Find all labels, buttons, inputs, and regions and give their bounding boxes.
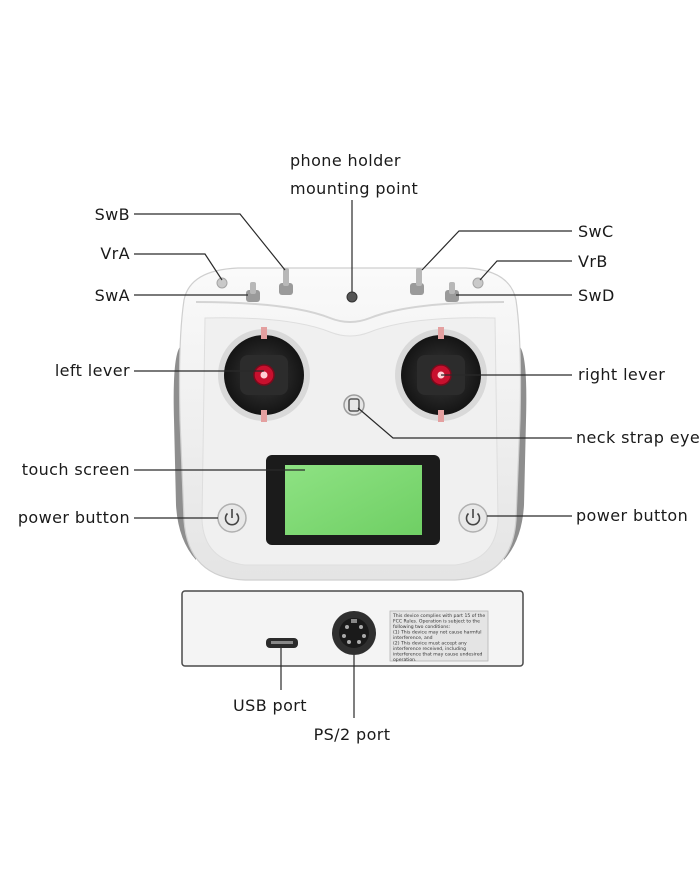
power-button-right[interactable] [458,503,488,533]
label-right-lever: right lever [578,365,665,384]
fcc-line: This device complies with part 15 of the [392,613,485,619]
leader-neck-strap [357,407,572,439]
label-usb-port: USB port [233,696,307,715]
bottom-panel: This device complies with part 15 of the… [181,590,524,667]
label-power-right: power button [576,506,688,525]
switch-swb[interactable] [279,268,293,295]
fcc-line: (2) This device must accept any [393,641,467,647]
leader-vrb [479,260,572,281]
label-phone-holder-line1: phone holder [290,151,401,170]
fcc-line: operation. [393,657,417,663]
label-left-lever: left lever [55,361,130,380]
switch-swd[interactable] [445,282,459,302]
callout-labels: phone holder mounting point SwB VrA SwA … [18,151,700,744]
power-icon [224,509,240,526]
left-lever[interactable] [253,364,275,386]
leader-swc [421,230,572,271]
label-neck-strap: neck strap eye [576,428,700,447]
leader-swb [134,213,286,271]
label-swa: SwA [95,286,130,305]
label-phone-holder-line2: mounting point [290,179,418,198]
knob-vrb[interactable] [472,277,484,289]
label-ps2-port: PS/2 port [314,725,391,744]
label-swb: SwB [95,205,130,224]
usb-port[interactable] [266,638,298,648]
left-gimbal [218,327,310,422]
neck-strap-eye [343,394,365,416]
power-button-left[interactable] [217,503,247,533]
right-gimbal [395,327,487,422]
switch-swa[interactable] [246,282,260,302]
label-vrb: VrB [578,252,608,271]
label-power-left: power button [18,508,130,527]
fcc-line: following two conditions: [393,624,451,630]
knob-vra[interactable] [216,277,228,289]
fcc-line: (1) This device may not cause harmful [393,630,482,636]
switch-swc[interactable] [410,268,424,295]
label-swc: SwC [578,222,614,241]
leader-lines [134,200,572,718]
phone-holder-mount [346,291,358,303]
top-ridge [195,301,505,323]
label-touch-screen: touch screen [22,460,130,479]
power-icon [465,509,481,526]
fcc-line: FCC Rules. Operation is subject to the [393,619,480,625]
fcc-compliance-label: This device complies with part 15 of the… [389,610,489,663]
label-swd: SwD [578,286,615,305]
label-vra: VrA [100,244,130,263]
fcc-line: interference received, including [393,646,466,652]
fcc-line: interference that may cause undesired [393,652,483,658]
leader-vra [134,253,223,281]
touch-screen[interactable] [266,455,440,545]
fcc-line: interference, and [393,635,433,641]
ps2-port[interactable] [332,611,376,655]
top-switches [216,268,484,303]
